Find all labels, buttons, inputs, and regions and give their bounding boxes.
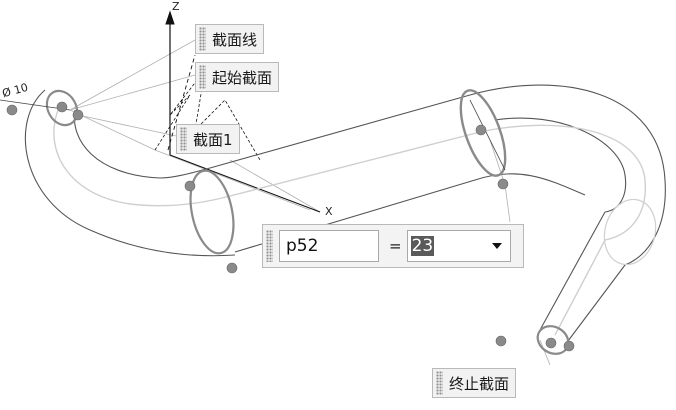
callout-section-line[interactable]: 截面线 <box>195 24 265 54</box>
control-points[interactable] <box>6 101 575 352</box>
drag-handle-icon[interactable] <box>266 230 273 262</box>
callout-end-section[interactable]: 终止截面 <box>432 368 517 398</box>
equals-sign: = <box>389 237 402 255</box>
callout-label: 起始截面 <box>212 68 273 87</box>
x-axis-label: X <box>325 205 333 218</box>
parameter-value-dropdown[interactable]: 23 <box>406 230 511 262</box>
drag-handle-icon[interactable] <box>199 27 206 51</box>
construction-lines <box>69 39 551 366</box>
coordinate-axes <box>154 10 321 213</box>
drag-handle-icon[interactable] <box>199 65 206 89</box>
parameter-editor[interactable]: p52 = 23 <box>262 224 524 268</box>
callout-label: 终止截面 <box>449 374 510 393</box>
parameter-name-text: p52 <box>286 236 319 256</box>
section-ellipses <box>45 89 657 355</box>
drag-handle-icon[interactable] <box>436 371 443 395</box>
callout-start-section[interactable]: 起始截面 <box>195 62 280 92</box>
callout-label: 截面线 <box>212 30 258 49</box>
parameter-value-text[interactable]: 23 <box>410 236 435 256</box>
z-axis-label: Z <box>172 0 180 13</box>
drag-handle-icon[interactable] <box>180 127 187 151</box>
parameter-name-field[interactable]: p52 <box>279 230 379 262</box>
callout-section-1[interactable]: 截面1 <box>176 124 240 154</box>
chevron-down-icon[interactable] <box>491 243 502 249</box>
pipe-outline <box>25 84 666 346</box>
callout-label: 截面1 <box>193 130 233 149</box>
